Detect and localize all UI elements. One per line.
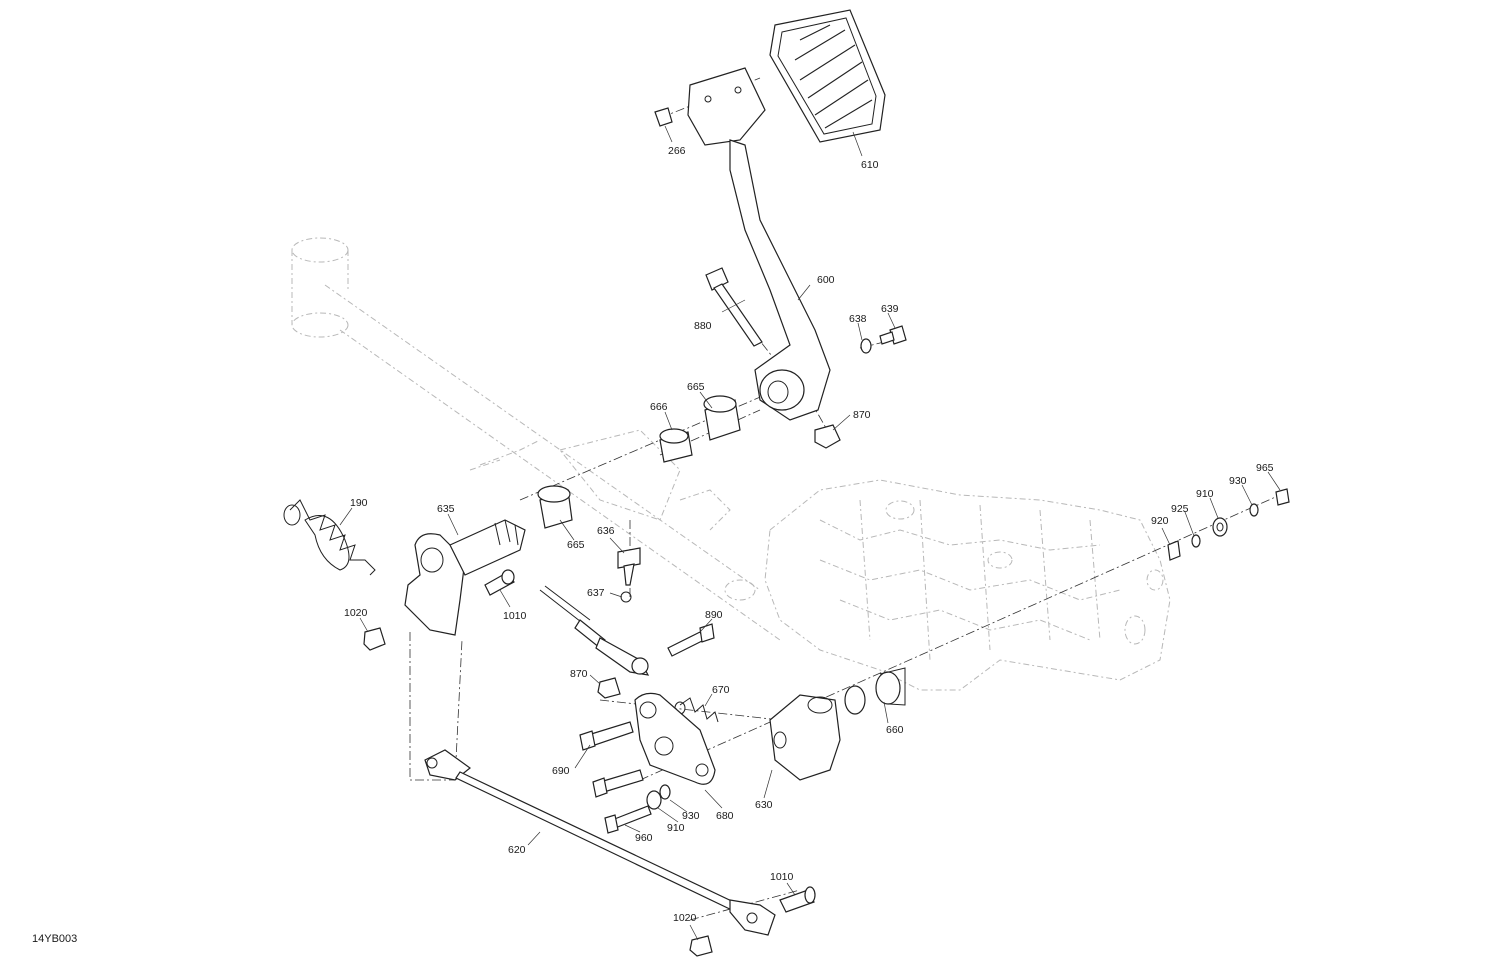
splined-shaft-lever [404,519,526,636]
lower-clevis-pin [779,886,816,913]
label-930-right: 930 [1229,475,1247,487]
upper-clevis-pin [484,569,515,596]
label-630: 630 [755,799,773,811]
lever-630 [769,694,841,781]
figure-reference: 14YB003 [32,933,77,945]
label-890: 890 [705,609,723,621]
return-spring [283,499,376,576]
label-1020-upper: 1020 [344,607,368,619]
label-665-lower: 665 [567,539,585,551]
label-1010-upper: 1010 [503,610,527,622]
lower-nut-1020 [689,935,713,957]
cable-rod-end [539,585,650,676]
pedal-pad [769,9,886,143]
stopper-and-washer [617,547,641,603]
label-666: 666 [650,401,668,413]
phantom-frame-tube [291,237,781,641]
label-1010-lower: 1010 [770,871,794,883]
label-665-upper: 665 [687,381,705,393]
lower-nut [597,677,621,699]
label-690: 690 [552,765,570,777]
rod-620 [424,749,776,936]
label-636: 636 [597,525,615,537]
label-670: 670 [712,684,730,696]
label-639: 639 [881,303,899,315]
lower-bushing [537,485,573,529]
bolts-690 [579,721,644,798]
label-620: 620 [508,844,526,856]
top-nut [654,107,673,127]
label-965: 965 [1256,462,1274,474]
label-930-lower: 930 [682,810,700,822]
label-680: 680 [716,810,734,822]
upper-bushings [659,395,741,463]
label-870-upper: 870 [853,409,871,421]
lower-washer-bearing-bolt [604,784,671,834]
label-266: 266 [668,145,686,157]
label-600: 600 [817,274,835,286]
label-870-lower: 870 [570,668,588,680]
bushing-660 [844,667,906,715]
leader-lines [339,125,1281,941]
bolt-890 [667,623,715,657]
label-635: 635 [437,503,455,515]
phantom-chassis-block [764,479,1171,691]
label-920: 920 [1151,515,1169,527]
part-labels: 266 610 600 880 639 638 665 666 870 190 … [344,145,1274,924]
pedal-bolt [705,267,763,347]
label-960: 960 [635,832,653,844]
label-638: 638 [849,313,867,325]
label-637: 637 [587,587,605,599]
label-910-lower: 910 [667,822,685,834]
screw-and-washer [860,325,907,354]
bracket-680 [634,692,716,785]
label-925: 925 [1171,503,1189,515]
upper-nut [814,424,841,449]
label-910-right: 910 [1196,488,1214,500]
label-660: 660 [886,724,904,736]
brake-pedal-arm [687,67,831,421]
upper-nut-1020 [363,627,386,651]
label-610: 610 [861,159,879,171]
label-880: 880 [694,320,712,332]
label-1020-lower: 1020 [673,912,697,924]
right-hardware-stack [1167,488,1290,561]
label-190: 190 [350,497,368,509]
